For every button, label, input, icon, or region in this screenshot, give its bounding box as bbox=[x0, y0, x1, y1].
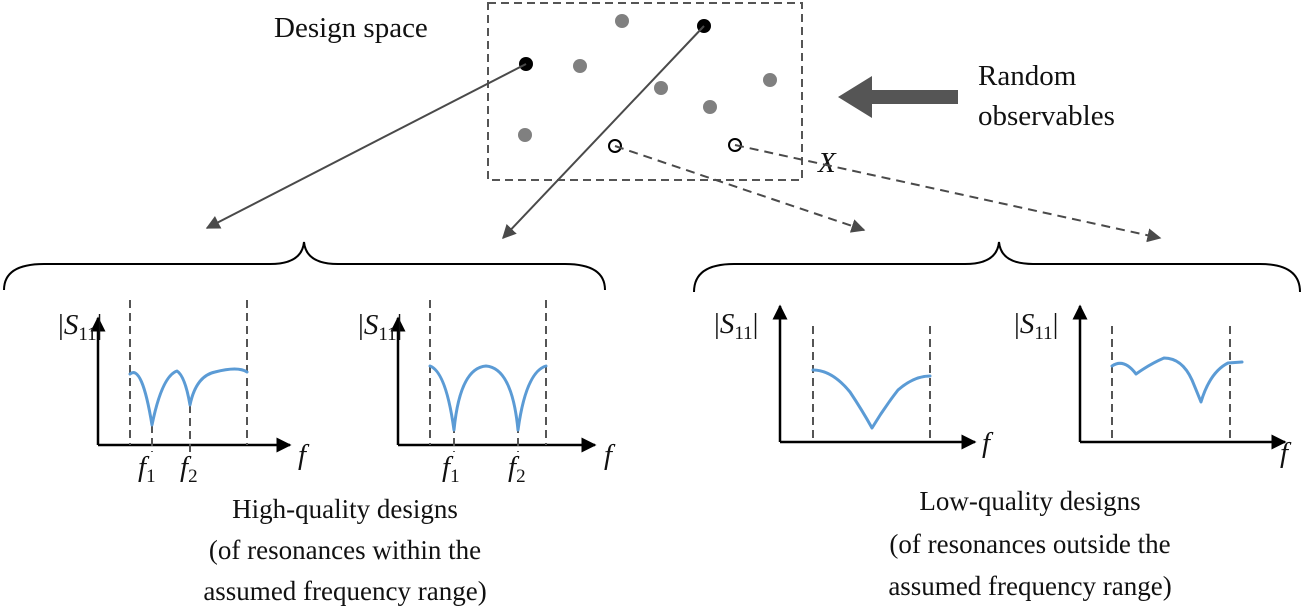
random-observables: Random observables bbox=[838, 60, 1115, 132]
low-quality-caption-line1: Low-quality designs bbox=[919, 486, 1140, 516]
random-point bbox=[615, 14, 629, 28]
design-space-box bbox=[487, 2, 803, 181]
random-observables-arrow bbox=[838, 76, 958, 118]
high-quality-caption: High-quality designs (of resonances with… bbox=[203, 494, 486, 606]
design-space: Design space X bbox=[274, 2, 837, 181]
selection-arrow bbox=[205, 63, 527, 229]
low-quality-caption: Low-quality designs (of resonances outsi… bbox=[888, 486, 1171, 601]
low-quality-plot-1: |S11| f bbox=[714, 304, 994, 459]
x-axis-label: f bbox=[298, 439, 310, 471]
random-point bbox=[763, 73, 777, 87]
random-point bbox=[573, 59, 587, 73]
random-observables-label-line1: Random bbox=[978, 60, 1077, 92]
design-space-title: Design space bbox=[274, 12, 428, 44]
low-quality-caption-line2: (of resonances outside the bbox=[889, 529, 1170, 559]
random-point bbox=[518, 128, 532, 142]
high-quality-caption-line3: assumed frequency range) bbox=[203, 576, 486, 606]
high-quality-caption-line2: (of resonances within the bbox=[209, 535, 481, 565]
s11-curve bbox=[428, 364, 548, 432]
point-label-x: X bbox=[817, 147, 837, 179]
f2-label: f2 bbox=[508, 451, 526, 487]
y-axis-label: |S11| bbox=[358, 309, 402, 345]
low-quality-plot-2: |S11| f bbox=[1014, 304, 1292, 469]
high-quality-brace bbox=[3, 241, 606, 291]
y-axis-label: |S11| bbox=[1014, 308, 1058, 344]
s11-curve bbox=[128, 367, 249, 427]
f2-label: f2 bbox=[180, 451, 198, 487]
high-quality-plot-2: |S11| f f1 f2 bbox=[358, 300, 616, 487]
x-axis-label: f bbox=[604, 439, 616, 471]
rejection-arrow bbox=[734, 144, 1162, 243]
random-point bbox=[654, 81, 668, 95]
low-quality-brace bbox=[693, 241, 1301, 293]
low-quality-caption-line3: assumed frequency range) bbox=[888, 571, 1171, 601]
s11-curve bbox=[1110, 356, 1244, 404]
s11-curve bbox=[811, 368, 932, 430]
x-axis-label: f bbox=[982, 427, 994, 459]
high-quality-plot-1: |S11| f f1 f2 bbox=[58, 300, 310, 487]
f1-label: f1 bbox=[138, 451, 156, 487]
high-quality-caption-line1: High-quality designs bbox=[232, 494, 458, 524]
f1-label: f1 bbox=[442, 451, 460, 487]
y-axis-label: |S11| bbox=[58, 309, 102, 345]
x-axis-label: f bbox=[1280, 437, 1292, 469]
random-point bbox=[703, 100, 717, 114]
selection-arrow bbox=[502, 25, 705, 240]
y-axis-label: |S11| bbox=[714, 308, 758, 344]
rejection-arrow bbox=[614, 145, 866, 233]
random-observables-label-line2: observables bbox=[978, 100, 1115, 132]
